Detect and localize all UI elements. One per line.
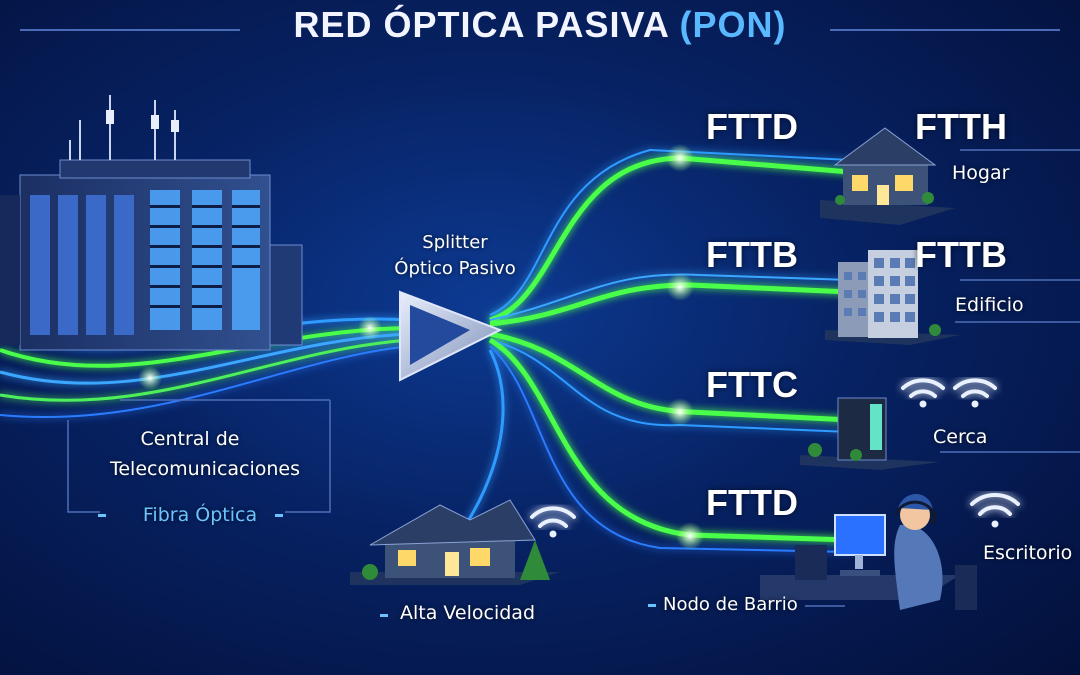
- splitter-label-line1: Splitter: [422, 232, 488, 253]
- endpoint-label-escritorio: Escritorio: [983, 542, 1073, 564]
- wifi-icon-dot: [919, 400, 927, 408]
- endpoint-code-fttb: FTTB: [915, 234, 1007, 275]
- title-accent: (PON): [679, 4, 787, 45]
- page-title: RED ÓPTICA PASIVA (PON): [0, 4, 1080, 46]
- house-ftth: [820, 127, 955, 225]
- branch-code-fttb: FTTB: [706, 234, 798, 275]
- central-label-line2-wrap: Telecomunicaciones: [70, 458, 340, 480]
- apartment-building-fttb: [825, 250, 960, 345]
- node-label-nodo-de-barrio: Nodo de Barrio: [663, 594, 798, 615]
- splitter-label-line2: Óptico Pasivo: [394, 258, 516, 279]
- wifi-icon-dot: [971, 400, 979, 408]
- central-label-line2: Telecomunicaciones: [109, 458, 301, 480]
- endpoint-label-cerca: Cerca: [933, 426, 988, 448]
- fiber-light-spots: [138, 144, 704, 550]
- endpoint-label-edificio: Edificio: [955, 294, 1024, 316]
- endpoint-label-hogar: Hogar: [952, 162, 1010, 184]
- fiber-label: Fibra Óptica: [142, 504, 258, 526]
- title-main: RED ÓPTICA PASIVA: [293, 4, 669, 45]
- branch-code-fttc: FTTC: [706, 364, 798, 405]
- label-bullets: [98, 514, 656, 617]
- label-accent-lines: [805, 149, 1080, 607]
- wifi-icon: [530, 506, 576, 528]
- street-cabinet-fttc: [800, 397, 940, 470]
- wifi-icon: [970, 493, 1020, 516]
- branch-code-fttd-top: FTTD: [706, 106, 798, 147]
- wifi-icon: [901, 378, 945, 398]
- central-label-frame: [67, 399, 331, 513]
- branch-code-fttd-bottom: FTTD: [706, 482, 798, 523]
- wifi-icon-dot: [549, 530, 557, 538]
- house-label-alta-velocidad: Alta Velocidad: [400, 602, 536, 624]
- house-high-speed: [350, 499, 560, 585]
- office-worker-fttd: [760, 493, 977, 610]
- central-label-line1: Central de: [140, 428, 240, 450]
- wifi-icon-dot: [991, 520, 999, 528]
- splitter-device: [399, 290, 503, 382]
- central-label: Central de: [80, 428, 300, 450]
- wifi-icon: [953, 378, 997, 398]
- central-office-building: [0, 95, 303, 351]
- endpoint-code-ftth: FTTH: [915, 106, 1007, 147]
